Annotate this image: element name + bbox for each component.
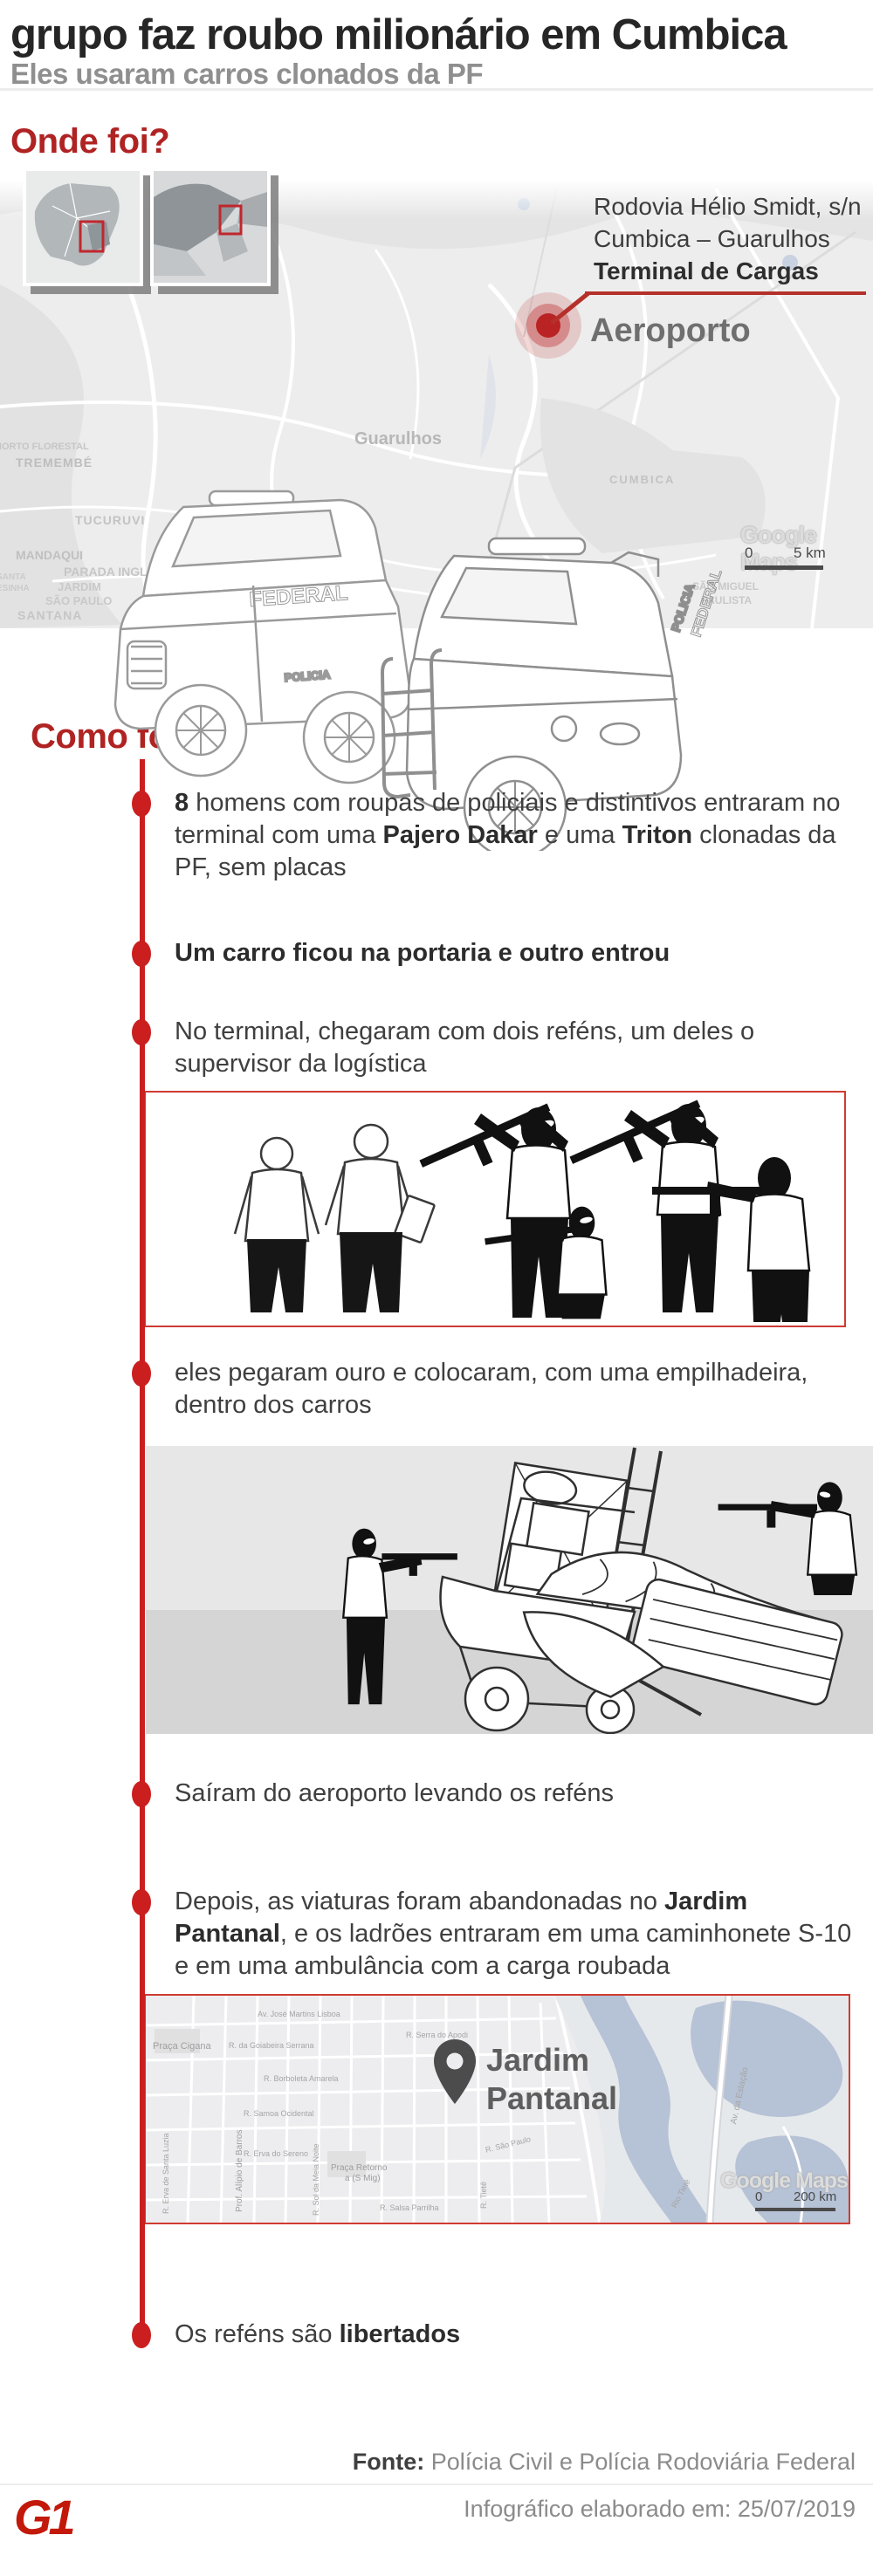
hostage-scene-illustration [233, 1100, 811, 1368]
map-text-label: TUCURUVI [75, 513, 146, 527]
map-scale-bar [745, 565, 823, 570]
timeline-step-6: Depois, as viaturas foram abandonadas no… [175, 1887, 852, 1980]
address-block: Rodovia Hélio Smidt, s/n Cumbica – Guaru… [594, 190, 864, 287]
map-text-label: Guarulhos [354, 429, 443, 449]
timeline-step-2: Um carro ficou na portaria e outro entro… [175, 939, 670, 967]
pin-label-line2: Pantanal [486, 2080, 618, 2116]
map-text-label: R. Salsa Parrilha [380, 2203, 439, 2212]
source-line: Fonte: Polícia Civil e Polícia Rodoviári… [353, 2449, 856, 2476]
map-roads-illustration [0, 180, 873, 628]
source-text: Polícia Civil e Polícia Rodoviária Feder… [424, 2449, 856, 2475]
map-text-label: R. Samoa Ocidental [244, 2109, 314, 2118]
g1-logo: G1 [14, 2490, 76, 2545]
timeline-dot-7 [132, 2322, 151, 2348]
map-text-label: Praça Cigana [153, 2041, 211, 2052]
timeline-dot-3 [132, 1019, 151, 1045]
timeline-step-5: Saíram do aeroporto levando os reféns [175, 1779, 614, 1807]
map-text-label: R. Erva de Santa Luzia [162, 2133, 170, 2214]
map-text-label: a (S Mig) [345, 2174, 381, 2183]
map-text-label: SANTA [0, 572, 26, 582]
map-scale-zero: 0 [745, 545, 753, 561]
timeline-line [140, 759, 145, 2340]
map-text-label: R. Borboleta Amarela [264, 2074, 339, 2083]
map-text-label: R. da Goiabeira Serrana [229, 2041, 314, 2050]
date-line: Infográfico elaborado em: 25/07/2019 [464, 2496, 856, 2522]
google-maps-watermark-2: Google Maps [720, 2168, 849, 2193]
car1-door-text: POLICIA [284, 668, 331, 684]
timeline-dot-2 [132, 941, 151, 967]
map-text-label: CUMBICA [609, 473, 676, 486]
car2-text-line2: FEDERAL [688, 567, 725, 639]
timeline-dot-5 [132, 1781, 151, 1807]
address-line-2: Cumbica – Guarulhos [594, 225, 830, 252]
map-text-label: Praça Retorno [331, 2163, 388, 2173]
timeline-dot-4 [132, 1360, 151, 1387]
map2-streets-illustration [146, 1996, 849, 2223]
airport-label: Aeroporto [590, 312, 751, 349]
pin-label-line1: Jardim [486, 2042, 590, 2078]
forklift-scene-illustration [341, 1447, 858, 1734]
sao-paulo-inset-map [150, 168, 271, 286]
map2-scale-distance: 200 km [794, 2189, 837, 2204]
google-maps-watermark: Google Maps [740, 522, 817, 575]
map-scale-distance: 5 km [794, 545, 826, 561]
map-text-label: R. Erva do Sereno [244, 2149, 309, 2158]
map-text-label: HORTO FLORESTAL [0, 442, 89, 452]
map-text-label: PAULISTA [701, 594, 753, 606]
map-text-label: TERESINHA [0, 584, 30, 593]
map-top-fade [0, 180, 873, 220]
timeline-step-7: Os reféns são libertados [175, 2320, 461, 2348]
hostage-scene-frame [144, 1091, 846, 1368]
map-text-label: SANTANA [17, 608, 83, 622]
map-text-label: Prof. Alípio de Barros [235, 2129, 244, 2213]
timeline-dot-1 [132, 791, 151, 817]
map2-scale-zero: 0 [755, 2189, 763, 2204]
location-marker [515, 291, 866, 359]
map-text-label: SÃO PAULO [45, 594, 113, 607]
map-text-label: JARDIM [58, 580, 101, 593]
map-text-label: PARADA INGLESA [64, 565, 173, 579]
header-divider [0, 88, 873, 91]
page-title: grupo faz roubo milionário em Cumbica [10, 11, 787, 58]
timeline-step-1: 8 homens com roupas de policiais e disti… [175, 789, 841, 881]
map-text-label: TREMEMBÉ [16, 456, 93, 469]
address-line-1: Rodovia Hélio Smidt, s/n [594, 193, 862, 220]
brazil-inset-map [23, 168, 143, 286]
map-text-label: R. Tietê [479, 2181, 488, 2209]
map-text-label: R. Sol da Meia Noite [312, 2143, 320, 2216]
map2-scale-bar [755, 2208, 835, 2211]
map-text-label: MANDAQUI [16, 548, 83, 562]
timeline-dot-6 [132, 1889, 151, 1915]
map-text-label: R. Serra do Apodi [406, 2031, 469, 2039]
timeline-step-4: eles pegaram ouro e colocaram, com uma e… [175, 1359, 808, 1419]
jardim-pantanal-map: Praça Cigana Av. José Martins Lisboa R. da… [144, 1994, 850, 2224]
timeline-step-3: No terminal, chegaram com dois reféns, u… [175, 1017, 755, 1078]
police-cars-illustration: FEDERAL POLICIA POLICIA FEDERAL [113, 490, 725, 851]
page-subtitle: Eles usaram carros clonados da PF [10, 58, 484, 90]
address-line-3: Terminal de Cargas [594, 257, 819, 284]
source-label: Fonte: [352, 2449, 425, 2475]
section-heading-onde-foi: Onde foi? [10, 122, 170, 161]
footer-divider [0, 2484, 873, 2485]
map-text-label: Av. José Martins Lisboa [258, 2010, 340, 2018]
map-text-label: SÃO MIGUEL [692, 580, 760, 593]
